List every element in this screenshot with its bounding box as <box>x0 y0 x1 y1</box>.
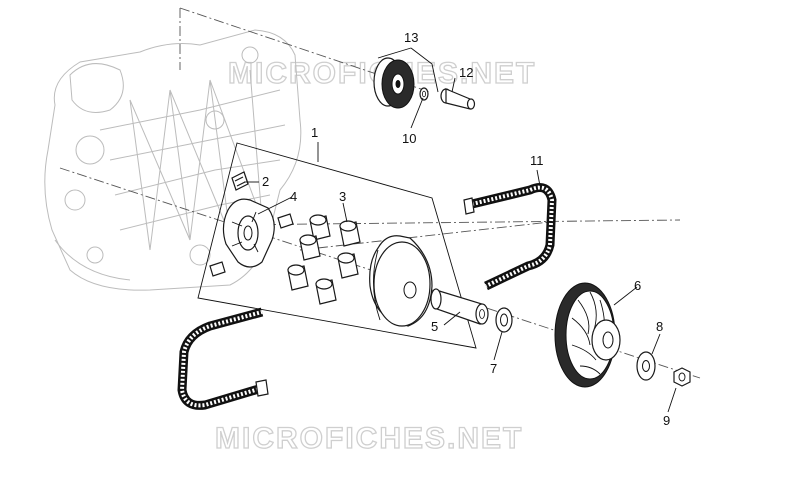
callout-4: 4 <box>290 189 297 204</box>
variator-drum <box>369 235 433 327</box>
callout-8: 8 <box>656 319 663 334</box>
callout-12: 12 <box>459 65 473 80</box>
spacer-washer <box>495 307 513 333</box>
engine-casing-outline <box>44 29 302 291</box>
callout-2: 2 <box>262 174 269 189</box>
callout-13: 13 <box>404 30 418 45</box>
callout-10: 10 <box>402 131 416 146</box>
ramp-plate <box>222 198 275 268</box>
drive-belt-upper <box>463 183 557 291</box>
callout-11: 11 <box>530 153 544 168</box>
roller-weight-set <box>287 214 361 305</box>
pulley-pin <box>440 88 476 110</box>
bushing-sleeve <box>430 288 489 325</box>
callout-5: 5 <box>431 319 438 334</box>
leader-lines <box>244 47 677 413</box>
callout-6: 6 <box>634 278 641 293</box>
slider-guide-set <box>209 171 294 277</box>
fan-pulley <box>554 282 621 388</box>
idler-pulley <box>373 57 415 109</box>
callout-1: 1 <box>311 125 318 140</box>
callout-7: 7 <box>490 361 497 376</box>
watermark-bottom: MICROFICHES.NET <box>215 422 523 455</box>
washer-large <box>636 351 656 381</box>
washer-small <box>419 87 429 101</box>
callout-9: 9 <box>663 413 670 428</box>
hex-nut <box>673 367 691 387</box>
callout-labels: 13 12 10 1 11 2 4 3 6 5 8 7 9 <box>262 30 670 428</box>
callout-3: 3 <box>339 189 346 204</box>
drive-belt-lower <box>177 307 269 410</box>
kit-outline-box <box>197 142 477 349</box>
